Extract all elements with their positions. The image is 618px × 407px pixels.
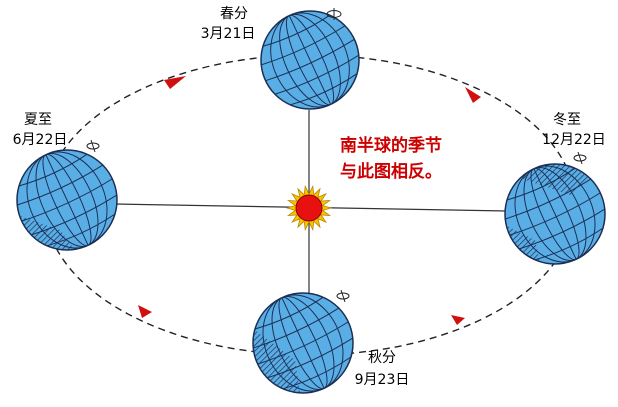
- globe-spring: [261, 11, 359, 109]
- sun: [285, 184, 333, 232]
- spring-date: 3月21日: [201, 26, 256, 42]
- note-line-1: 南半球的季节: [340, 135, 442, 156]
- orbit-arrow-right-top: [465, 87, 481, 103]
- globe-winter: [505, 164, 605, 264]
- note-line-2: 与此图相反。: [340, 161, 442, 182]
- globe-summer-outline: [16, 149, 118, 251]
- spring-name: 春分: [220, 6, 248, 22]
- globe-autumn: [253, 293, 353, 393]
- globe-winter-outline: [504, 163, 606, 265]
- globe-summer: [17, 150, 117, 250]
- winter-name: 冬至: [553, 112, 581, 128]
- rotation-arrow-icon: [336, 289, 350, 303]
- rotation-arrow-icon: [86, 139, 100, 153]
- globe-autumn-outline: [252, 292, 354, 394]
- summer-date: 6月22日: [13, 132, 68, 148]
- autumn-date: 9月23日: [355, 372, 410, 388]
- orbit-arrow-bottom-left: [138, 305, 152, 318]
- orbit-arrow-top-left: [164, 76, 186, 89]
- autumn-name: 秋分: [368, 350, 396, 366]
- summer-name: 夏至: [24, 112, 52, 128]
- orbit-arrow-bottom-right: [451, 315, 465, 325]
- rotation-arrow-icon: [573, 151, 587, 165]
- sun-disk: [295, 194, 323, 222]
- rotation-arrow-icon: [326, 8, 342, 20]
- globe-spring-outline: [260, 10, 360, 110]
- winter-date: 12月22日: [542, 132, 606, 148]
